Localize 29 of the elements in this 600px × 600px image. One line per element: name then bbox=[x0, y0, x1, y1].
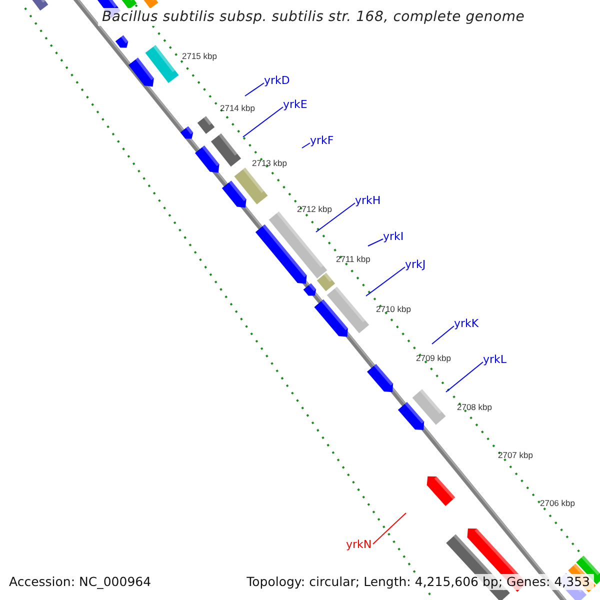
tick-label: 2707 kbp bbox=[498, 450, 533, 460]
tick-label: 2713 kbp bbox=[252, 158, 287, 168]
gene-label: yrkD bbox=[264, 74, 290, 87]
tick-label: 2711 kbp bbox=[336, 254, 370, 264]
leader-line bbox=[302, 142, 310, 148]
gene-label: yrkJ bbox=[405, 258, 426, 271]
leader-line bbox=[316, 202, 356, 232]
accession-text: Accession: NC_000964 bbox=[8, 574, 152, 590]
gene-label: yrkI bbox=[383, 230, 404, 243]
tick-label: 2710 kbp bbox=[376, 304, 411, 314]
tick-label: 2715 kbp bbox=[182, 51, 217, 61]
leader-line bbox=[432, 326, 454, 344]
gene-label: yrkK bbox=[454, 317, 479, 330]
leader-line bbox=[446, 362, 484, 392]
gene-label: yrkF bbox=[310, 134, 334, 147]
gene-label: yrkE bbox=[283, 98, 308, 111]
gene-label: yrkL bbox=[483, 353, 507, 366]
tick-label: 2714 kbp bbox=[220, 103, 255, 113]
leader-line bbox=[372, 512, 406, 544]
tick-label: 2708 kbp bbox=[457, 402, 492, 412]
leader-line bbox=[244, 82, 264, 96]
leader-line bbox=[242, 106, 284, 138]
leader-line bbox=[368, 238, 384, 246]
tick-label: 2706 kbp bbox=[540, 498, 575, 508]
tick-label: 2709 kbp bbox=[416, 353, 451, 363]
leader-line bbox=[366, 266, 406, 296]
gene-label: yrkN bbox=[346, 538, 372, 551]
gene-label: yrkH bbox=[355, 194, 381, 207]
tick-label: 2712 kbp bbox=[297, 204, 332, 214]
